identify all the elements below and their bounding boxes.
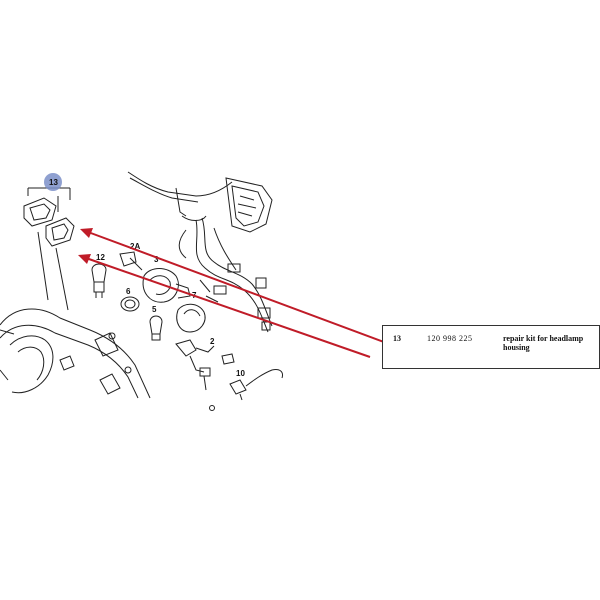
callout-13: 13 — [49, 178, 58, 187]
parts-info-box: 13 120 998 225 repair kit for headlamp h… — [382, 325, 600, 369]
arrow-lower-head — [78, 254, 91, 264]
callout-2: 2 — [210, 337, 215, 346]
callout-12: 12 — [96, 253, 105, 262]
arrow-upper-head — [80, 228, 93, 238]
callout-13-badge — [44, 173, 62, 191]
callout-3: 3 — [154, 255, 159, 264]
parts-part-number: 120 998 225 — [427, 334, 473, 343]
callout-5: 5 — [152, 305, 157, 314]
parts-description: repair kit for headlamp housing — [503, 334, 584, 352]
callout-10: 10 — [236, 369, 245, 378]
callout-6: 6 — [126, 287, 131, 296]
arrow-lower — [85, 257, 371, 358]
parts-item-number: 13 — [393, 334, 401, 343]
diagram-linework — [0, 171, 283, 411]
highlight-arrows — [78, 228, 385, 358]
callout-2a: 2A — [130, 242, 140, 251]
arrow-upper — [87, 231, 385, 343]
